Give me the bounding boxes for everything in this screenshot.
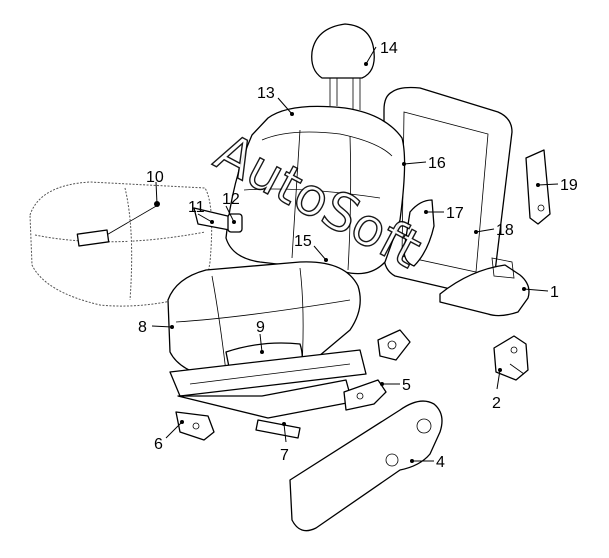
part-13-back-cushion [225,105,406,275]
part-7-seat-frame [169,349,367,439]
part-6-front-bracket [175,411,215,441]
callout-19: 19 [560,177,578,194]
callout-5: 5 [402,377,411,394]
callout-17: 17 [446,205,464,222]
callout-7: 7 [280,447,289,464]
part-14-headrest [311,23,375,110]
callout-12: 12 [222,191,240,208]
part-17-side-bolster [403,199,435,267]
callout-11: 11 [188,199,205,216]
callout-10: 10 [146,169,164,186]
callout-16: 16 [428,155,446,172]
part-2-clip [493,335,529,381]
leader-lines [151,46,559,463]
callout-1: 1 [550,284,559,301]
part-5-rear-bracket [343,379,387,411]
callout-18: 18 [496,222,514,239]
callout-9: 9 [256,319,265,336]
callout-2: 2 [492,395,501,412]
callout-13: 13 [257,85,275,102]
callout-14: 14 [380,40,398,57]
part-10-rear-cushion [29,181,213,307]
callout-8: 8 [138,319,147,336]
callout-4: 4 [436,454,445,471]
callouts: 14 13 10 16 12 11 17 19 18 15 1 8 9 5 2 … [138,40,578,471]
part-4-side-trim [289,400,443,532]
callout-6: 6 [154,436,163,453]
callout-15: 15 [294,233,312,250]
part-1-side-shield [439,257,530,317]
recliner-mechanism [377,329,411,361]
